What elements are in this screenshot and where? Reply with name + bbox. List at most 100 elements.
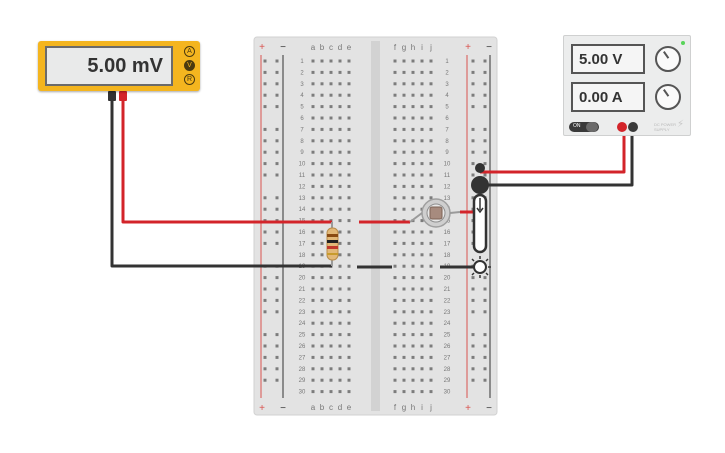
rail-hole[interactable] — [275, 287, 279, 291]
breadboard-hole[interactable] — [420, 344, 424, 348]
breadboard-hole[interactable] — [329, 310, 333, 314]
breadboard-hole[interactable] — [429, 241, 433, 245]
breadboard-hole[interactable] — [393, 310, 397, 314]
breadboard-hole[interactable] — [347, 367, 351, 371]
rail-hole[interactable] — [263, 355, 267, 359]
breadboard-hole[interactable] — [420, 333, 424, 337]
power-switch-knob[interactable] — [586, 122, 598, 132]
breadboard-hole[interactable] — [393, 390, 397, 394]
breadboard-hole[interactable] — [411, 378, 415, 382]
breadboard-hole[interactable] — [420, 276, 424, 280]
breadboard-hole[interactable] — [329, 59, 333, 63]
breadboard-hole[interactable] — [393, 196, 397, 200]
breadboard-hole[interactable] — [311, 70, 315, 74]
breadboard-hole[interactable] — [402, 333, 406, 337]
breadboard-hole[interactable] — [329, 287, 333, 291]
breadboard-hole[interactable] — [338, 139, 342, 143]
breadboard-hole[interactable] — [347, 219, 351, 223]
rail-hole[interactable] — [263, 378, 267, 382]
breadboard-hole[interactable] — [311, 150, 315, 154]
probe-connector-black[interactable] — [108, 91, 116, 101]
breadboard-hole[interactable] — [402, 310, 406, 314]
breadboard-hole[interactable] — [429, 82, 433, 86]
breadboard-hole[interactable] — [329, 127, 333, 131]
rail-hole[interactable] — [275, 82, 279, 86]
breadboard-hole[interactable] — [411, 82, 415, 86]
breadboard-hole[interactable] — [411, 150, 415, 154]
breadboard-hole[interactable] — [393, 173, 397, 177]
mode-ohmmeter-button[interactable]: R — [184, 74, 195, 85]
breadboard-hole[interactable] — [411, 298, 415, 302]
breadboard-hole[interactable] — [347, 310, 351, 314]
rail-hole[interactable] — [483, 298, 487, 302]
breadboard-hole[interactable] — [320, 173, 324, 177]
breadboard-hole[interactable] — [429, 276, 433, 280]
rail-hole[interactable] — [483, 367, 487, 371]
breadboard-hole[interactable] — [329, 184, 333, 188]
rail-hole[interactable] — [275, 355, 279, 359]
breadboard-hole[interactable] — [338, 378, 342, 382]
breadboard-hole[interactable] — [393, 150, 397, 154]
breadboard-hole[interactable] — [320, 162, 324, 166]
breadboard-hole[interactable] — [411, 333, 415, 337]
breadboard-hole[interactable] — [329, 116, 333, 120]
rail-hole[interactable] — [483, 344, 487, 348]
breadboard-hole[interactable] — [393, 276, 397, 280]
breadboard-hole[interactable] — [411, 390, 415, 394]
breadboard-hole[interactable] — [393, 59, 397, 63]
breadboard-hole[interactable] — [347, 82, 351, 86]
breadboard-hole[interactable] — [320, 184, 324, 188]
breadboard-hole[interactable] — [420, 298, 424, 302]
breadboard-hole[interactable] — [338, 321, 342, 325]
breadboard-hole[interactable] — [420, 105, 424, 109]
breadboard-hole[interactable] — [420, 70, 424, 74]
breadboard-hole[interactable] — [311, 390, 315, 394]
breadboard-hole[interactable] — [338, 82, 342, 86]
breadboard-hole[interactable] — [393, 139, 397, 143]
breadboard-hole[interactable] — [338, 355, 342, 359]
breadboard-hole[interactable] — [347, 184, 351, 188]
breadboard-hole[interactable] — [347, 207, 351, 211]
breadboard-hole[interactable] — [429, 253, 433, 257]
rail-hole[interactable] — [471, 59, 475, 63]
breadboard-hole[interactable] — [420, 82, 424, 86]
breadboard-hole[interactable] — [429, 105, 433, 109]
breadboard-hole[interactable] — [329, 276, 333, 280]
rail-hole[interactable] — [275, 127, 279, 131]
rail-hole[interactable] — [275, 59, 279, 63]
breadboard-hole[interactable] — [320, 196, 324, 200]
breadboard-hole[interactable] — [393, 367, 397, 371]
breadboard-hole[interactable] — [402, 276, 406, 280]
breadboard-hole[interactable] — [320, 105, 324, 109]
rail-hole[interactable] — [275, 310, 279, 314]
breadboard-hole[interactable] — [347, 333, 351, 337]
breadboard-hole[interactable] — [347, 162, 351, 166]
breadboard-hole[interactable] — [311, 127, 315, 131]
breadboard-hole[interactable] — [320, 150, 324, 154]
rail-hole[interactable] — [263, 333, 267, 337]
breadboard-hole[interactable] — [338, 173, 342, 177]
breadboard-hole[interactable] — [393, 184, 397, 188]
breadboard-hole[interactable] — [311, 184, 315, 188]
rail-hole[interactable] — [483, 355, 487, 359]
breadboard-hole[interactable] — [420, 184, 424, 188]
breadboard-hole[interactable] — [311, 253, 315, 257]
breadboard-hole[interactable] — [402, 298, 406, 302]
breadboard-hole[interactable] — [320, 253, 324, 257]
breadboard-hole[interactable] — [393, 344, 397, 348]
breadboard-hole[interactable] — [402, 150, 406, 154]
rail-hole[interactable] — [471, 162, 475, 166]
breadboard-hole[interactable] — [338, 367, 342, 371]
rail-hole[interactable] — [471, 139, 475, 143]
breadboard-hole[interactable] — [420, 173, 424, 177]
rail-hole[interactable] — [263, 93, 267, 97]
breadboard-hole[interactable] — [311, 298, 315, 302]
breadboard-hole[interactable] — [338, 150, 342, 154]
breadboard-hole[interactable] — [329, 70, 333, 74]
rail-hole[interactable] — [263, 241, 267, 245]
breadboard-hole[interactable] — [311, 367, 315, 371]
breadboard-hole[interactable] — [320, 93, 324, 97]
breadboard-hole[interactable] — [411, 207, 415, 211]
rail-hole[interactable] — [263, 344, 267, 348]
rail-hole[interactable] — [263, 287, 267, 291]
